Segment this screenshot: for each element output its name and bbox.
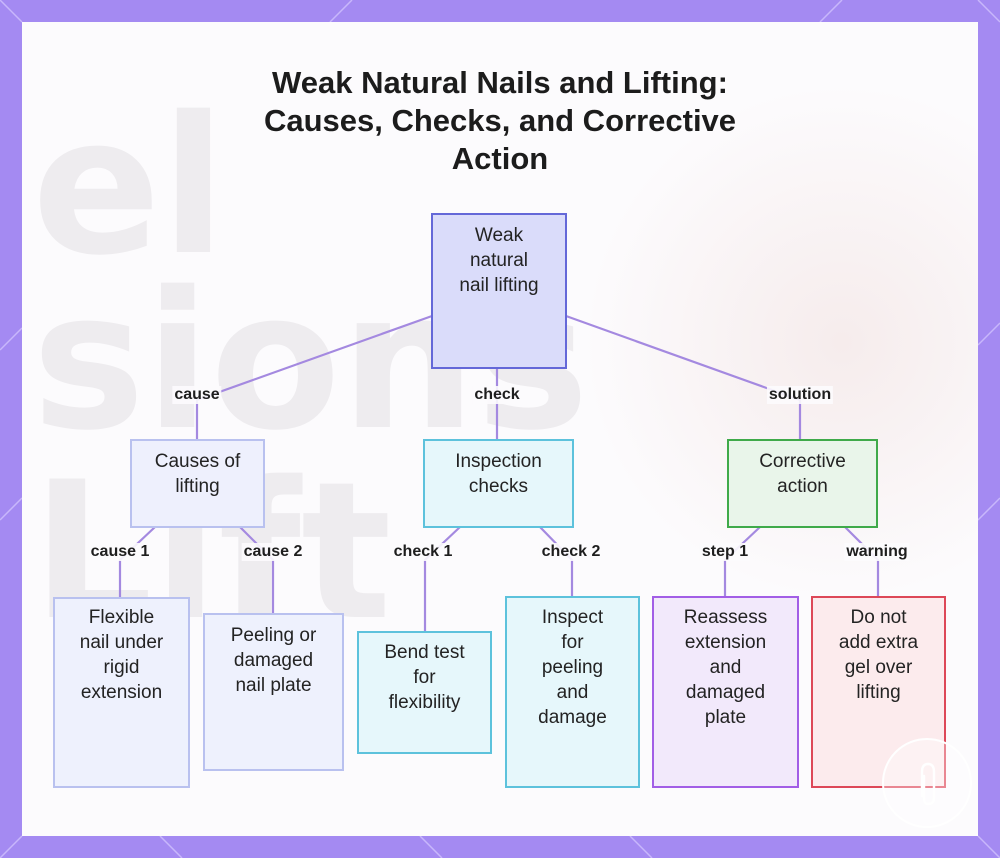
title-line: Causes, Checks, and Corrective xyxy=(263,103,737,138)
node-text: rigid xyxy=(103,657,140,678)
node-text: Inspection xyxy=(455,451,542,472)
edge-corrective-donot xyxy=(844,526,880,597)
node-text: and xyxy=(556,682,589,703)
node-text: plate xyxy=(704,707,747,728)
node-causes-of-lifting: Causes of lifting xyxy=(130,439,265,528)
edge-corrective-reassess xyxy=(723,526,761,597)
node-text: lifting xyxy=(175,476,220,497)
node-peeling-damaged-plate: Peeling or damaged nail plate xyxy=(203,613,344,771)
diagram-title: Weak Natural Nails and Lifting: Causes, … xyxy=(200,64,800,178)
edge-root-corrective xyxy=(565,314,802,440)
edge-causes-peeling xyxy=(239,526,275,614)
title-line: Weak Natural Nails and Lifting: xyxy=(272,65,728,100)
node-text: add extra xyxy=(838,632,919,653)
node-text: for xyxy=(413,667,436,688)
node-text: action xyxy=(777,476,828,497)
watermark-line: el xyxy=(32,76,226,297)
node-text: extension xyxy=(80,682,163,703)
node-text: extension xyxy=(684,632,767,653)
node-weak-natural-nail-lifting: Weak natural nail lifting xyxy=(431,213,567,369)
node-inspection-checks: Inspection checks xyxy=(423,439,574,528)
node-text: Flexible xyxy=(88,607,155,628)
node-reassess-extension: Reassess extension and damaged plate xyxy=(652,596,799,788)
node-text: damaged xyxy=(233,650,314,671)
node-text: Corrective xyxy=(759,451,846,472)
node-text: checks xyxy=(468,476,529,497)
edge-label-check: check xyxy=(472,386,522,404)
node-text: Reassess xyxy=(683,607,768,628)
edge-inspection-inspect xyxy=(539,526,574,597)
paperclip-logo-icon xyxy=(882,738,972,828)
node-text: Peeling or xyxy=(230,625,317,646)
node-inspect-peeling: Inspect for peeling and damage xyxy=(505,596,640,788)
node-bend-test: Bend test for flexibility xyxy=(357,631,492,754)
node-text: Do not xyxy=(850,607,907,628)
node-text: Inspect xyxy=(541,607,604,628)
edge-label-cause: cause xyxy=(172,386,222,404)
edge-label-check1: check 1 xyxy=(391,543,455,561)
node-corrective-action: Corrective action xyxy=(727,439,878,528)
node-text: gel over xyxy=(844,657,913,678)
node-text: flexibility xyxy=(388,692,461,713)
edge-root-causes xyxy=(195,314,433,440)
node-text: and xyxy=(709,657,742,678)
node-text: damage xyxy=(538,707,607,728)
edge-label-cause2: cause 2 xyxy=(241,543,305,561)
title-line: Action xyxy=(451,141,549,176)
node-text: damaged xyxy=(685,682,766,703)
node-text: nail plate xyxy=(235,675,312,696)
edge-label-warning: warning xyxy=(844,543,910,561)
node-text: lifting xyxy=(856,682,901,703)
node-flexible-nail: Flexible nail under rigid extension xyxy=(53,597,190,788)
node-text: natural xyxy=(469,250,529,271)
node-text: Weak xyxy=(474,225,524,246)
edge-label-check2: check 2 xyxy=(539,543,603,561)
node-text: Bend test xyxy=(384,642,465,663)
edge-label-step1: step 1 xyxy=(699,543,751,561)
edge-causes-flexible xyxy=(118,526,156,598)
node-text: nail lifting xyxy=(459,275,539,296)
edge-label-solution: solution xyxy=(766,386,834,404)
node-text: peeling xyxy=(541,657,604,678)
node-text: Causes of xyxy=(154,451,241,472)
node-text: for xyxy=(561,632,584,653)
node-do-not-add-gel: Do not add extra gel over lifting xyxy=(811,596,946,788)
edge-label-cause1: cause 1 xyxy=(88,543,152,561)
node-text: nail under xyxy=(79,632,164,653)
